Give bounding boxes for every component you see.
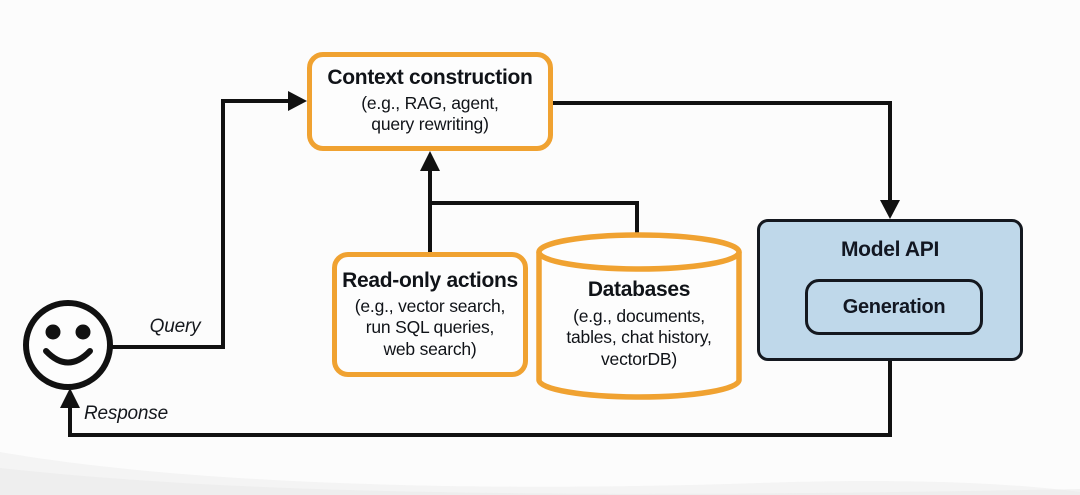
databases-subtitle: (e.g., documents, tables, chat history, … [566, 306, 712, 369]
context-construction-title: Context construction [327, 66, 533, 89]
read-only-actions-node: Read-only actions (e.g., vector search, … [332, 252, 528, 377]
databases-title: Databases [587, 278, 691, 301]
databases-node: Databases (e.g., documents, tables, chat… [539, 278, 739, 370]
query-arrowhead [288, 91, 307, 111]
context-construction-subtitle: (e.g., RAG, agent, query rewriting) [361, 93, 499, 135]
generation-node: Generation [805, 279, 983, 335]
query-line [98, 99, 296, 349]
query-edge-label: Query [149, 316, 201, 337]
model-api-title: Model API [840, 238, 940, 261]
user-smiley-icon [23, 300, 113, 390]
read-only-actions-title: Read-only actions [342, 269, 518, 292]
context-to-model-line [553, 101, 892, 208]
read-only-actions-subtitle: (e.g., vector search, run SQL queries, w… [354, 296, 506, 359]
context-to-model-arrowhead [880, 200, 900, 219]
model-api-node: Model API Generation [757, 219, 1023, 361]
response-edge-label: Response [84, 403, 168, 424]
databases-cylinder-icon [536, 232, 742, 400]
context-construction-node: Context construction (e.g., RAG, agent, … [307, 52, 553, 151]
readonly-to-context-arrowhead [420, 151, 440, 171]
